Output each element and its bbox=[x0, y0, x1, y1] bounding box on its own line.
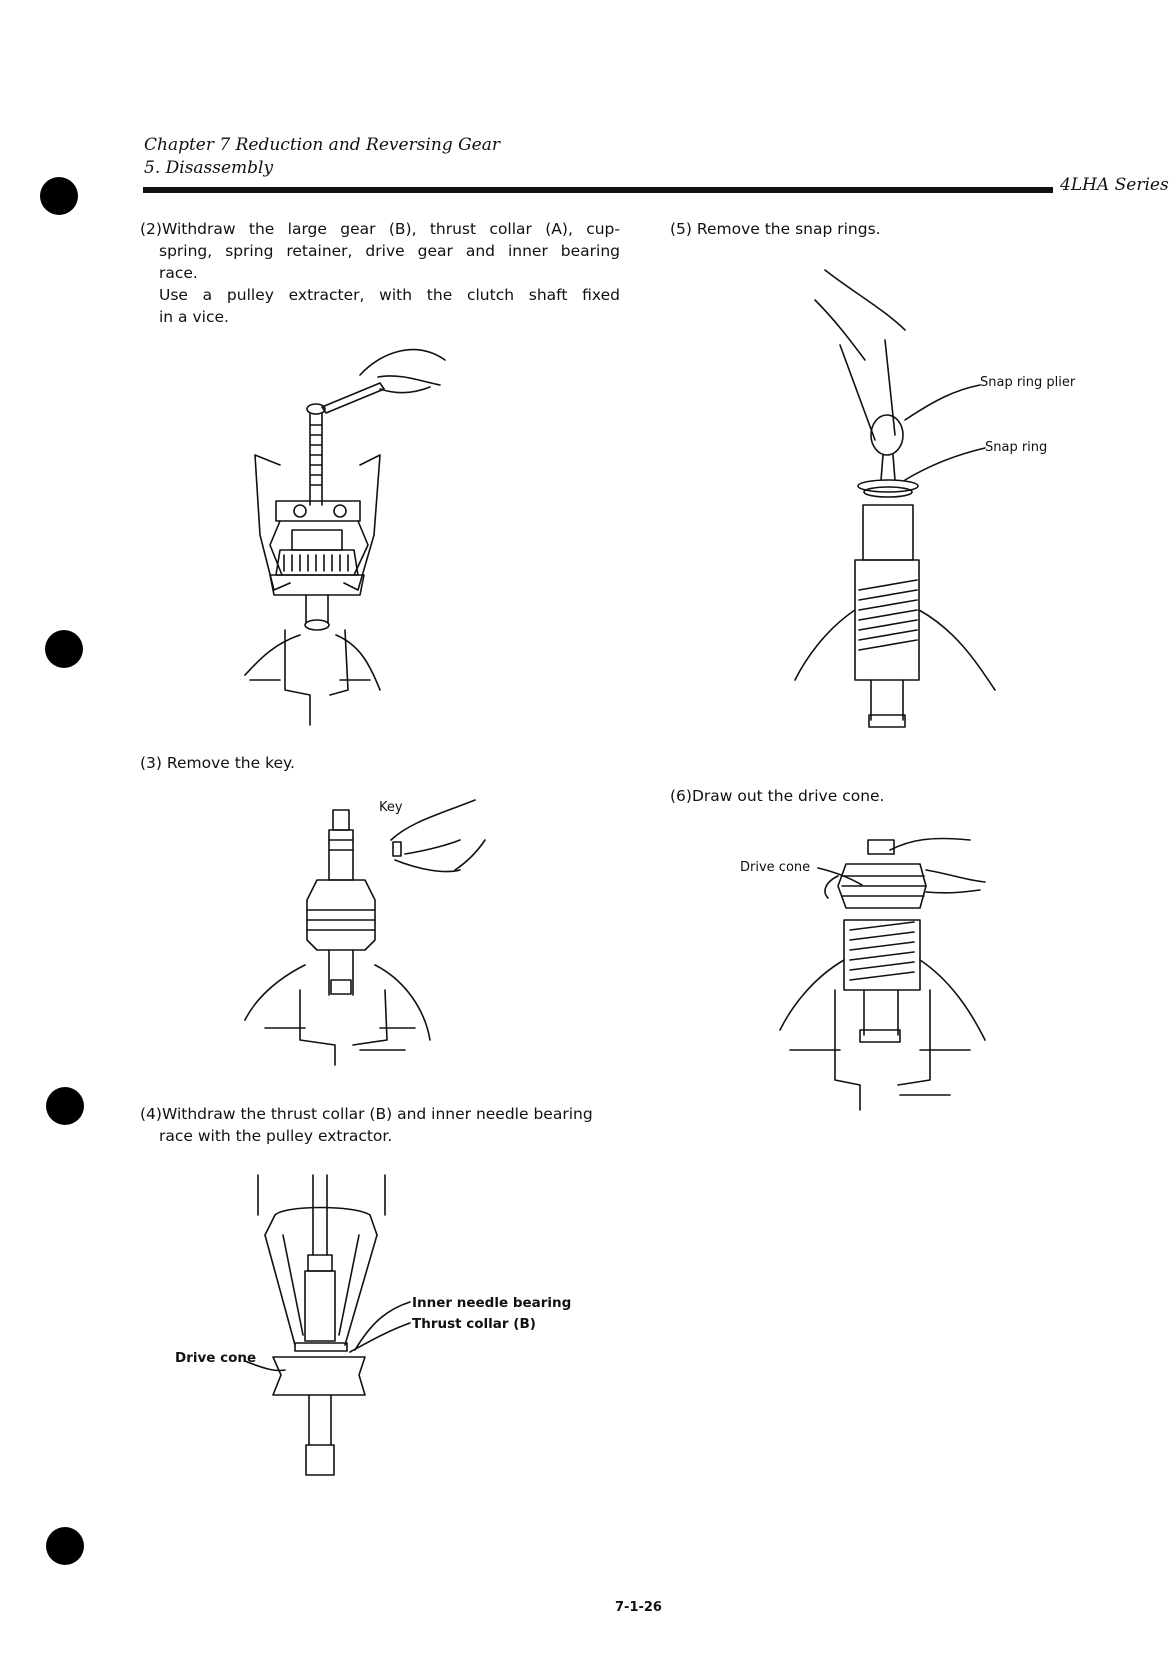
figure-drive-cone bbox=[779, 837, 986, 1111]
binder-hole-2 bbox=[45, 630, 83, 668]
header-rule bbox=[143, 187, 1053, 193]
binder-hole-3 bbox=[46, 1087, 84, 1125]
step-5-text: (5) Remove the snap rings. bbox=[670, 218, 881, 240]
step-line: (2)Withdraw the large gear (B), thrust c… bbox=[140, 220, 620, 238]
figure-snap-ring-plier bbox=[794, 269, 996, 728]
label-thrust-collar-b: Thrust collar (B) bbox=[412, 1316, 536, 1332]
label-inner-needle-bearing: Inner needle bearing bbox=[412, 1295, 572, 1311]
series-label: 4LHA Series bbox=[1060, 175, 1169, 195]
page-number: 7-1-26 bbox=[615, 1600, 662, 1615]
step-line: race. bbox=[159, 264, 198, 282]
section-title: 5. Disassembly bbox=[144, 158, 274, 178]
binder-hole-4 bbox=[46, 1527, 84, 1565]
binder-hole-1 bbox=[40, 177, 78, 215]
step-line: (3) Remove the key. bbox=[140, 754, 295, 772]
step-4-text: (4)Withdraw the thrust collar (B) and in… bbox=[140, 1103, 610, 1147]
label-drive-cone-fig6: Drive cone bbox=[740, 860, 811, 875]
step-line: (6)Draw out the drive cone. bbox=[670, 787, 885, 805]
leader-lines-fig6 bbox=[817, 867, 863, 886]
figure-remove-key bbox=[244, 799, 486, 1066]
step-line: race with the pulley extractor. bbox=[159, 1127, 393, 1145]
label-key: Key bbox=[379, 800, 403, 815]
step-6-text: (6)Draw out the drive cone. bbox=[670, 785, 885, 807]
figure-pulley-extractor-shaft bbox=[257, 1174, 386, 1476]
step-2-text: (2)Withdraw the large gear (B), thrust c… bbox=[140, 218, 620, 328]
chapter-title: Chapter 7 Reduction and Reversing Gear bbox=[144, 135, 501, 155]
step-line: Use a pulley extracter, with the clutch … bbox=[159, 286, 620, 304]
label-drive-cone-fig4: Drive cone bbox=[175, 1350, 257, 1366]
step-3-text: (3) Remove the key. bbox=[140, 752, 295, 774]
label-snap-ring-plier: Snap ring plier bbox=[980, 375, 1076, 390]
step-line: spring, spring retainer, drive gear and … bbox=[159, 242, 620, 260]
step-line: (4)Withdraw the thrust collar (B) and in… bbox=[140, 1105, 593, 1123]
leader-lines-fig5 bbox=[904, 384, 986, 481]
step-line: (5) Remove the snap rings. bbox=[670, 220, 881, 238]
label-snap-ring: Snap ring bbox=[985, 440, 1048, 455]
step-line: in a vice. bbox=[159, 308, 229, 326]
leader-lines-fig4 bbox=[244, 1301, 411, 1372]
figure-pulley-extractor-gear bbox=[244, 348, 446, 726]
